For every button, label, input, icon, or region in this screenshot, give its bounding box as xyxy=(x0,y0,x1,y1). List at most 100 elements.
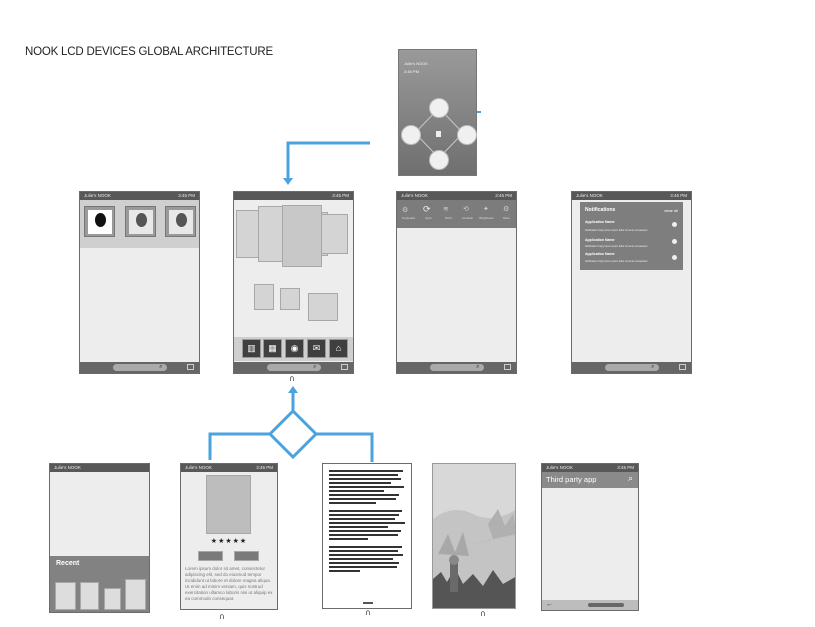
recent-book[interactable] xyxy=(125,579,146,610)
screen-reader xyxy=(322,463,412,609)
status-bar: Julie's NOOK 3:45 PM xyxy=(397,192,516,200)
brightness-icon[interactable]: ✦ xyxy=(483,206,489,213)
search-pill[interactable]: ⌕ xyxy=(604,364,659,371)
notification-dot[interactable] xyxy=(672,222,677,227)
screen-third-party: Julie's NOOK 3:45 PM Third party app ⌕ ← xyxy=(541,463,639,611)
recent-book[interactable] xyxy=(104,588,121,610)
connector-node: ∩ xyxy=(365,608,371,617)
profile-avatar-1[interactable] xyxy=(84,206,115,237)
mail-icon[interactable]: ✉ xyxy=(307,339,326,358)
recent-book[interactable] xyxy=(80,582,99,610)
qs-label: Sync xyxy=(425,216,432,220)
location-icon[interactable]: ⟲ xyxy=(463,206,469,213)
bottom-bar: ⌕ xyxy=(572,362,691,373)
status-time: 3:45 PM xyxy=(332,193,349,198)
profile-avatar-2[interactable] xyxy=(125,206,156,237)
status-bar: Julie's NOOK 3:45 PM xyxy=(542,464,638,472)
qs-label: More xyxy=(503,216,510,220)
notification-body: Notification Copy lorem ipsum dolor sit … xyxy=(585,260,648,263)
status-device-name: Julie's NOOK xyxy=(546,465,573,470)
back-icon[interactable] xyxy=(187,364,194,370)
search-pill[interactable]: ⌕ xyxy=(112,364,167,371)
screen-product-detail: Julie's NOOK 3:45 PM ★★★★★ Lorem ipsum d… xyxy=(180,463,278,610)
more-icon[interactable]: ⚙ xyxy=(503,206,510,213)
unlock-target-right[interactable] xyxy=(457,125,477,145)
search-pill[interactable] xyxy=(588,603,624,607)
bottom-bar: ⌕ xyxy=(234,362,353,373)
notification-body: Notification Copy lorem ipsum dolor sit … xyxy=(585,245,648,248)
notification-dot[interactable] xyxy=(672,239,677,244)
carousel-card-featured[interactable] xyxy=(282,205,322,267)
books-icon[interactable]: ▥ xyxy=(242,339,261,358)
recent-book[interactable] xyxy=(55,582,76,610)
unlock-target-bottom[interactable] xyxy=(429,150,449,170)
screen-home: 3:45 PM ▥ ▦ ◉ ✉ ⌂ ⌕ xyxy=(233,191,354,374)
wifi-icon[interactable]: ≋ xyxy=(443,206,449,213)
status-device-name: Julie's NOOK xyxy=(576,193,603,198)
grid-icon[interactable]: ▦ xyxy=(263,339,282,358)
search-icon[interactable]: ⌕ xyxy=(627,473,633,483)
status-time: 3:45 PM xyxy=(495,193,512,198)
back-icon[interactable] xyxy=(341,364,348,370)
bottom-bar: ⌕ xyxy=(397,362,516,373)
notifications-heading: Notifications xyxy=(585,207,616,213)
home-icon[interactable]: ⌂ xyxy=(329,339,348,358)
connector-node: ∩ xyxy=(480,609,486,618)
status-bar: Julie's NOOK 3:45 PM xyxy=(181,464,277,472)
status-device-name: Julie's NOOK xyxy=(84,193,111,198)
decision-diamond xyxy=(267,408,319,460)
carousel-card[interactable] xyxy=(320,214,348,254)
screen-library: Julie's NOOK Recent xyxy=(49,463,150,613)
system-bar: ← xyxy=(542,600,638,610)
reader-page-text xyxy=(329,470,407,574)
arrowhead-up xyxy=(288,386,298,393)
home-shelf-item[interactable] xyxy=(308,293,338,321)
status-time: 3:45 PM xyxy=(617,465,634,470)
notification-body: Notification Copy lorem ipsum dolor sit … xyxy=(585,229,648,232)
clear-all-link[interactable]: clear all xyxy=(664,208,678,213)
status-time: 3:45 PM xyxy=(178,193,195,198)
search-pill[interactable]: ⌕ xyxy=(266,364,321,371)
product-cover xyxy=(206,475,251,534)
search-icon: ⌕ xyxy=(313,364,317,370)
unlock-target-left[interactable] xyxy=(401,125,421,145)
search-icon: ⌕ xyxy=(651,364,655,370)
lock-icon[interactable] xyxy=(436,131,441,137)
home-shelf-item[interactable] xyxy=(280,288,300,310)
back-icon[interactable] xyxy=(504,364,511,370)
lock-device-name: Julie's NOOK xyxy=(404,61,428,66)
unlock-target-top[interactable] xyxy=(429,98,449,118)
screen-notifications: Julie's NOOK 3:45 PM Notifications clear… xyxy=(571,191,692,374)
search-pill[interactable]: ⌕ xyxy=(429,364,484,371)
lock-time: 3:45 PM xyxy=(404,69,419,74)
qs-label: Brightness xyxy=(479,216,494,220)
connector-node: ∩ xyxy=(289,374,295,383)
back-icon[interactable] xyxy=(679,364,686,370)
buy-button[interactable] xyxy=(198,551,223,561)
status-device-name: Julie's NOOK xyxy=(54,465,81,470)
recent-label: Recent xyxy=(56,560,80,567)
bottom-bar: ⌕ xyxy=(80,362,199,373)
back-arrow-icon[interactable]: ← xyxy=(546,601,553,608)
connector-node: ∩ xyxy=(219,612,225,621)
status-time: 3:45 PM xyxy=(256,465,273,470)
status-bar: Julie's NOOK xyxy=(50,464,149,472)
keyboard-icon[interactable]: ⚙ xyxy=(402,207,409,214)
sample-button[interactable] xyxy=(234,551,259,561)
web-icon[interactable]: ◉ xyxy=(285,339,304,358)
product-description: Lorem ipsum dolor sit amet, consectetur … xyxy=(185,566,273,601)
profile-avatar-3[interactable] xyxy=(165,206,196,237)
home-shelf-item[interactable] xyxy=(254,284,274,310)
notification-dot[interactable] xyxy=(672,255,677,260)
lockscreen-to-home-arrow xyxy=(286,141,370,180)
page-number xyxy=(363,602,373,604)
game-scene xyxy=(433,464,515,608)
notification-panel: Notifications clear all Application Name… xyxy=(580,202,683,270)
app-title: Third party app xyxy=(546,475,597,484)
qs-label: Keyboard xyxy=(402,216,415,220)
app-action-bar xyxy=(542,472,638,488)
search-icon: ⌕ xyxy=(159,364,163,370)
status-bar: Julie's NOOK 3:45 PM xyxy=(80,192,199,200)
sync-icon[interactable]: ⟳ xyxy=(423,204,431,214)
